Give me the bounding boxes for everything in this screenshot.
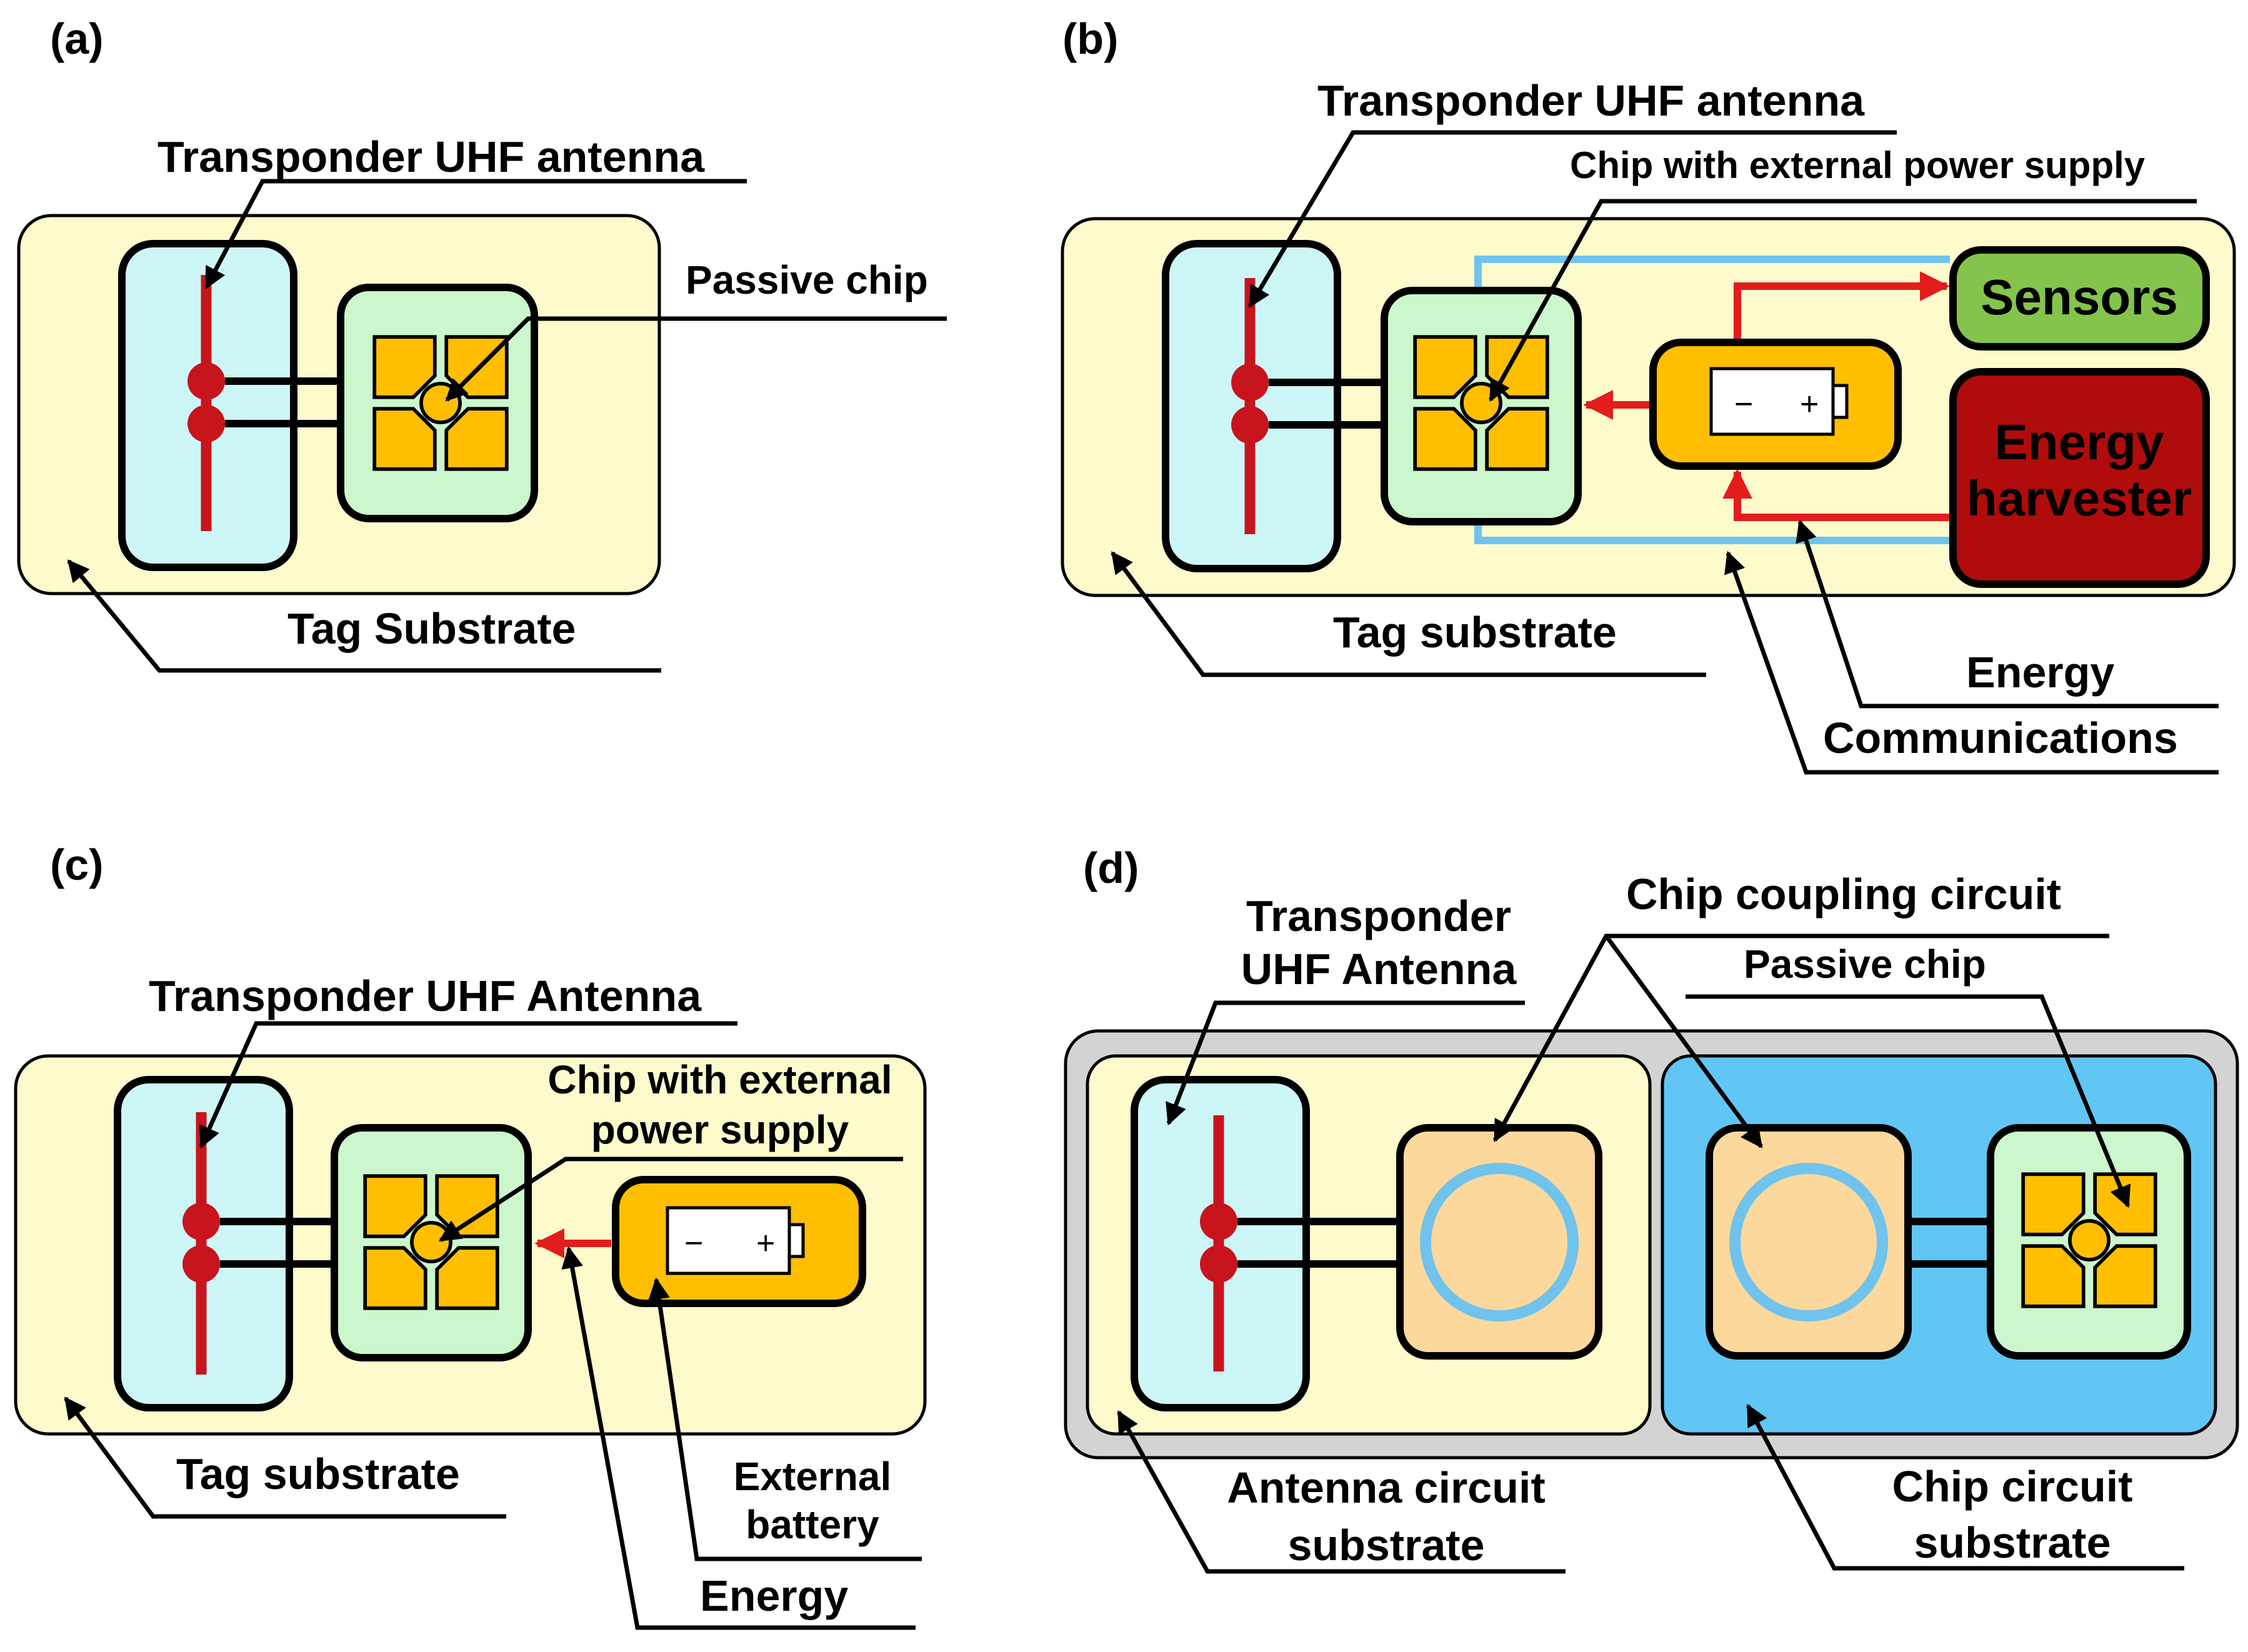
label-antenna-a: Transponder UHF antenna	[157, 132, 705, 181]
panel-b: (b) − + Sens	[1061, 14, 2236, 775]
coupling-chip-wires-d	[1908, 1218, 1991, 1268]
leader-chip-a	[445, 316, 947, 402]
passive-chip-d	[1987, 1124, 2191, 1360]
label-battery-c-1: External	[734, 1454, 892, 1499]
panel-b-tag: (b)	[1062, 14, 1118, 63]
energy-from-harvester-b	[1722, 469, 1950, 521]
label-coupling-d: Chip coupling circuit	[1626, 870, 2061, 918]
leader-chip-b	[1488, 199, 2197, 402]
leader-antenna-substrate-d	[1116, 1410, 1566, 1574]
coupling-circuit-antenna-d	[1396, 1124, 1602, 1360]
label-antenna-d-2: UHF Antenna	[1241, 945, 1517, 993]
label-antenna-d-1: Transponder	[1246, 892, 1511, 940]
battery-b: − +	[1649, 339, 1902, 470]
chip-b	[1381, 287, 1582, 525]
label-substrate-a: Tag Substrate	[287, 604, 576, 653]
panel-d: (d) Transponde	[1064, 843, 2239, 1574]
leader-antenna-b	[1247, 130, 1897, 309]
label-chip-c-2: power supply	[591, 1107, 849, 1152]
chip-c	[331, 1124, 532, 1361]
passive-chip-a	[337, 284, 538, 522]
label-chip-substrate-d-1: Chip circuit	[1892, 1462, 2132, 1511]
harvester-box-b: Energy harvester	[1949, 368, 2210, 588]
panel-c-tag: (c)	[50, 840, 104, 889]
label-chip-substrate-d-2: substrate	[1914, 1518, 2111, 1567]
label-sensors-b: Sensors	[1981, 269, 2178, 325]
panel-d-tag: (d)	[1083, 843, 1139, 892]
battery-minus-b: −	[1734, 386, 1753, 422]
leader-chip-d	[1686, 994, 2131, 1208]
battery-plus-b: +	[1800, 386, 1819, 422]
antenna-chip-wires-b	[1269, 379, 1384, 429]
leader-substrate-c	[64, 1396, 506, 1519]
leader-substrate-a	[67, 559, 661, 673]
leader-comms-b	[1724, 550, 2219, 775]
label-antenna-c: Transponder UHF Antenna	[149, 972, 702, 1020]
antenna-coupling-wires-d	[1237, 1218, 1400, 1268]
antenna-a	[118, 240, 297, 571]
leader-chip-substrate-d	[1746, 1403, 2184, 1571]
antenna-chip-wires-a	[225, 377, 341, 427]
label-chip-a: Passive chip	[686, 257, 928, 302]
label-energy-b: Energy	[1966, 648, 2114, 697]
battery-c: − +	[612, 1176, 866, 1307]
antenna-c	[114, 1076, 293, 1411]
antenna-chip-wires-c	[220, 1218, 334, 1268]
leader-substrate-b	[1111, 551, 1706, 677]
leader-energy-c	[561, 1246, 916, 1630]
label-chip-c-1: Chip with external	[547, 1057, 892, 1102]
leader-energy-b	[1796, 519, 2219, 709]
sensors-box-b: Sensors	[1949, 246, 2210, 351]
leader-antenna-a	[204, 179, 747, 290]
battery-minus-c: −	[684, 1225, 703, 1261]
label-antenna-substrate-d-1: Antenna circuit	[1227, 1463, 1546, 1512]
battery-plus-c: +	[756, 1225, 775, 1261]
label-comms-b: Communications	[1823, 714, 2178, 762]
leader-chip-c	[439, 1157, 903, 1242]
antenna-d	[1131, 1076, 1310, 1411]
leader-coupling-chip-d	[1604, 934, 1763, 1148]
label-energy-c: Energy	[700, 1571, 848, 1620]
label-chip-d: Passive chip	[1744, 942, 1986, 987]
leader-battery-c	[648, 1277, 922, 1561]
antenna-b	[1162, 240, 1341, 572]
label-harvester-2-b: harvester	[1967, 470, 2192, 526]
leader-antenna-d	[1166, 1000, 1525, 1126]
label-chip-b: Chip with external power supply	[1570, 144, 2146, 186]
panel-a: (a) Transponder UHF antenna Passive chip…	[17, 14, 947, 673]
panel-a-tag: (a)	[50, 14, 104, 63]
label-harvester-1-b: Energy	[1994, 414, 2164, 470]
label-substrate-c: Tag substrate	[176, 1450, 460, 1498]
leader-antenna-c	[199, 1021, 737, 1149]
coupling-circuit-chip-d	[1706, 1124, 1912, 1360]
label-battery-c-2: battery	[746, 1502, 879, 1547]
energy-to-sensors-b	[1734, 271, 1950, 341]
label-antenna-substrate-d-2: substrate	[1287, 1521, 1484, 1570]
panel-c: (c) − + Transponder UHF Antenna Chip	[14, 840, 927, 1630]
label-substrate-b: Tag substrate	[1333, 608, 1617, 657]
label-antenna-b: Transponder UHF antenna	[1317, 76, 1865, 125]
